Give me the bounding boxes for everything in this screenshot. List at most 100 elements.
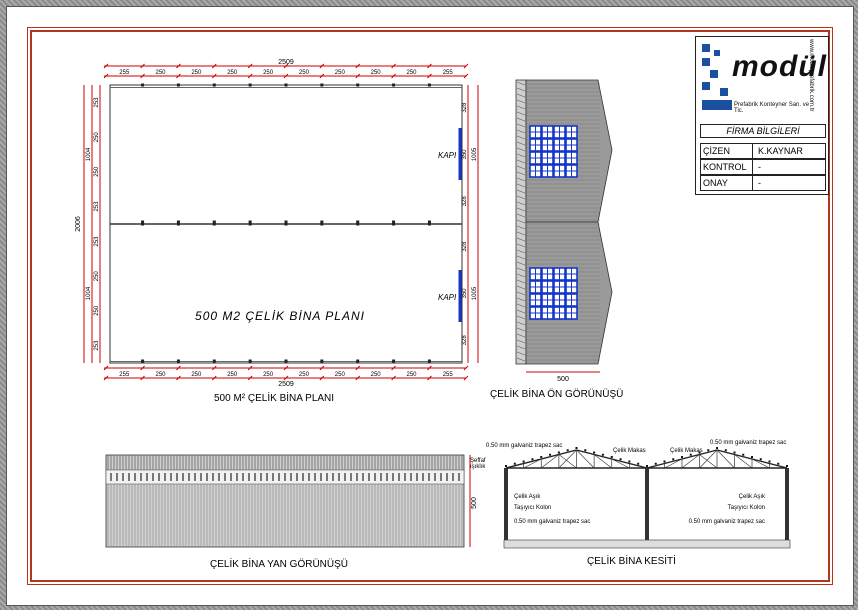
window-pane (553, 280, 566, 294)
column-marker (141, 83, 145, 87)
section-roof-sheet-left: 0.50 mm galvaniz trapez sac (486, 443, 562, 449)
firm-info-header: FİRMA BİLGİLERİ (700, 124, 826, 138)
right-half-dim: 1005 (472, 286, 478, 300)
window-pane (565, 293, 578, 307)
right-segment-dim: 328 (462, 102, 468, 113)
column-marker (320, 359, 324, 363)
bottom-segment-dim: 250 (299, 372, 310, 378)
column-marker (248, 83, 252, 87)
right-segment-dim: 328 (462, 241, 468, 252)
window-pane (565, 125, 578, 139)
bottom-segment-dim: 250 (191, 372, 202, 378)
section-caption: ÇELİK BİNA KESİTİ (587, 556, 676, 567)
front-view: 500 (515, 79, 613, 383)
window-pane (553, 306, 566, 320)
door-label-top: KAPI (438, 151, 457, 160)
window-pane (541, 306, 554, 320)
column-marker (176, 220, 180, 224)
column-marker (212, 222, 216, 226)
window-pane (529, 138, 542, 152)
right-segment-dim: 328 (462, 196, 468, 207)
column-marker (176, 83, 180, 87)
window-pane (553, 125, 566, 139)
top-segment-dim: 250 (371, 70, 382, 76)
window-pane (565, 306, 578, 320)
column-marker (141, 222, 145, 226)
window-pane (541, 151, 554, 165)
side-cladding-stripes (107, 455, 463, 547)
skylight-label-2: ışıklık (470, 464, 486, 470)
window-pane (565, 164, 578, 178)
right-segment-dim: 350 (462, 288, 468, 299)
company-name: Prefabrik Konteyner San. ve Tic. (734, 102, 810, 114)
column-marker (176, 359, 180, 363)
bottom-segment-dim: 250 (227, 372, 238, 378)
column-marker (320, 83, 324, 87)
window-pane (541, 164, 554, 178)
plan-columns (141, 83, 431, 363)
window-pane (565, 138, 578, 152)
checked-value: - (758, 162, 761, 172)
side-caption: ÇELİK BİNA YAN GÖRÜNÜŞÜ (210, 559, 348, 570)
left-segment-dim: 253 (94, 201, 100, 212)
column-marker (356, 222, 360, 226)
front-caption: ÇELİK BİNA ÖN GÖRÜNÜŞÜ (490, 389, 624, 400)
bottom-total-dim: 2509 (278, 381, 294, 388)
window-pane (529, 306, 542, 320)
column-marker (427, 220, 431, 224)
title-block: modül Prefabrik Konteyner San. ve Tic. w… (695, 36, 829, 195)
window-pane (565, 151, 578, 165)
approved-key: ONAY (701, 176, 753, 190)
window-pane (541, 267, 554, 281)
window-pane (553, 151, 566, 165)
right-segment-dim: 350 (462, 149, 468, 160)
column-marker (284, 222, 288, 226)
window-pane (529, 280, 542, 294)
bottom-segment-dim: 255 (443, 372, 454, 378)
front-width-dim: 500 (557, 376, 569, 383)
section-view: 0.50 mm galvaniz trapez sac 0.50 mm galv… (486, 440, 791, 549)
column-marker (356, 83, 360, 87)
plan-inner-title: 500 M2 ÇELİK BİNA PLANI (195, 309, 365, 323)
column-marker (392, 220, 396, 224)
window-pane (553, 293, 566, 307)
column-marker (284, 83, 288, 87)
bottom-segment-dim: 250 (155, 372, 166, 378)
section-floor (503, 539, 791, 549)
left-segment-dim: 250 (94, 271, 100, 282)
row-checked: KONTROL - (700, 159, 826, 175)
column-marker (427, 83, 431, 87)
top-segment-dim: 255 (443, 70, 454, 76)
column-marker (320, 220, 324, 224)
plan-dimension-ticks (103, 63, 469, 381)
column-marker (212, 83, 216, 87)
window-pane (529, 267, 542, 281)
logo-mark-icon (702, 44, 732, 110)
column-marker (284, 359, 288, 363)
left-total-dim: 2006 (75, 216, 82, 232)
company-website: www.modulprefabrik.com.tr (808, 39, 814, 112)
checked-key: KONTROL (701, 160, 753, 174)
top-segment-dim: 250 (155, 70, 166, 76)
left-half-dim: 1004 (86, 286, 92, 300)
section-column-right: Taşıyıcı Kolon (728, 505, 765, 511)
row-drawn-by: ÇİZEN K.KAYNAR (700, 143, 826, 159)
row-approved: ONAY - (700, 175, 826, 191)
side-height-dim: 500 (471, 497, 478, 509)
top-segment-dim: 250 (263, 70, 274, 76)
drawn-by-key: ÇİZEN (701, 144, 753, 158)
section-column-left: Taşıyıcı Kolon (514, 505, 551, 511)
top-segment-dim: 255 (119, 70, 130, 76)
plan-caption: 500 M² ÇELİK BİNA PLANI (214, 393, 335, 404)
logo-text: modül (732, 50, 827, 83)
window-pane (529, 164, 542, 178)
left-segment-dim: 250 (94, 305, 100, 316)
section-truss-right: Çelik Makas (670, 448, 703, 454)
window-pane (541, 138, 554, 152)
right-segment-dim: 328 (462, 335, 468, 346)
